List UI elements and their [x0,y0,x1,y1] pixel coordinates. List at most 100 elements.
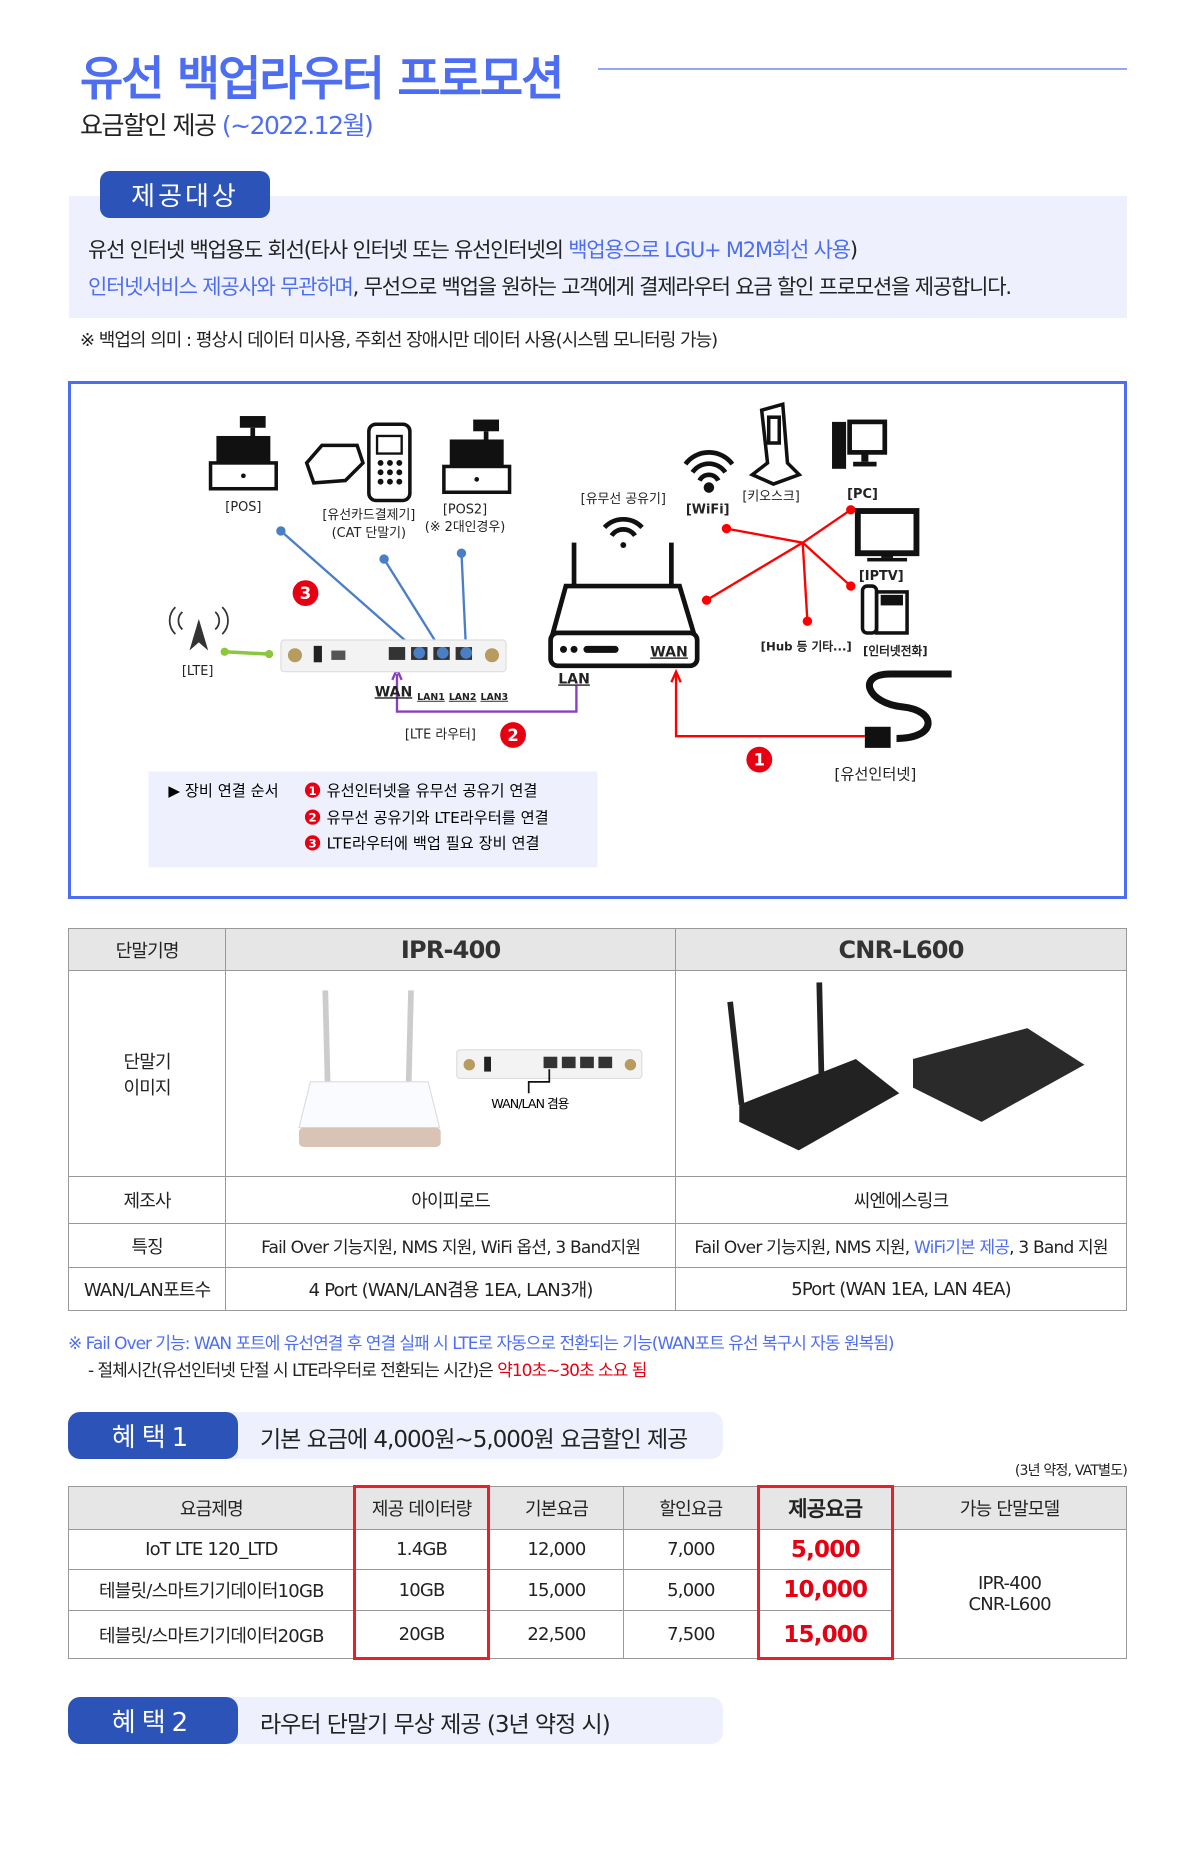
pos-icon [208,416,278,491]
text: , 무선으로 백업을 원하는 고객에게 결제라우터 요금 할인 프로모션을 제공… [352,275,1012,299]
phone-icon [860,584,909,635]
target-badge: 제공대상 [100,171,270,218]
benefit1-badge: 혜택1 [68,1412,238,1459]
image-label: 단말기 이미지 [123,1051,171,1099]
device-header-ipr: IPR-400 [225,928,677,971]
text: , 3 Band 지원 [1009,1238,1108,1258]
legend-step-3: LTE라우터에 백업 필요 장비 연결 [327,835,540,853]
marker-2: 2 [507,726,518,745]
label-kiosk: [키오스크] [742,489,799,504]
col-data: 제공 데이터량 [353,1486,490,1530]
device-header-label: 단말기명 [67,928,227,971]
ports-label: WAN/LAN포트수 [67,1267,227,1311]
label-lan3: LAN3 [481,692,509,703]
page-title: 유선 백업라우터 프로모션 [80,52,564,107]
label-router-lan: LAN [558,671,590,687]
final-fee: 10,000 [757,1569,894,1611]
highlight: 약10초~30초 소요 됨 [497,1361,647,1381]
plan-name: IoT LTE 120_LTD [68,1529,355,1570]
base-fee: 12,000 [488,1529,625,1570]
pc-icon [832,419,888,469]
iptv-icon [854,508,920,562]
feature-cnr: Fail Over 기능지원, NMS 지원, WiFi기본 제공, 3 Ban… [675,1223,1127,1268]
label-hub: [Hub 등 기타...] [761,640,852,654]
subtitle-text: 요금할인 제공 [80,111,217,140]
backup-note: ※ 백업의 의미 : 평상시 데이터 미사용, 주회선 장애시만 데이터 사용(… [80,330,718,351]
purple-line [395,674,578,713]
model: IPR-400 [978,1573,1042,1594]
connection-legend: ▶ 장비 연결 순서 1 유선인터넷을 유무선 공유기 연결 2 유무선 공유기… [148,771,598,868]
wired-cable-icon [864,670,952,748]
title-divider [598,68,1127,70]
label-wired: [유선인터넷] [834,766,916,784]
lte-antenna-icon [168,606,229,651]
benefit2-text: 라우터 단말기 무상 제공 (3년 약정 시) [260,1712,611,1738]
benefit1-text: 기본 요금에 4,000원~5,000원 요금할인 제공 [260,1427,688,1453]
cnr-image-cell [675,970,1127,1177]
feature-ipr: Fail Over 기능지원, NMS 지원, WiFi 옵션, 3 Band지… [225,1223,677,1268]
ports-cnr: 5Port (WAN 1EA, LAN 4EA) [675,1267,1127,1311]
highlight: WiFi기본 제공 [913,1238,1010,1258]
pricing-table: 요금제명 제공 데이터량 기본요금 할인요금 제공요금 가능 단말모델 IoT … [68,1486,1127,1659]
text: 유선 인터넷 백업용도 회선(타사 인터넷 또는 유선인터넷의 [88,238,569,262]
label-pos: [POS] [225,500,261,515]
lines [220,505,865,738]
col-discount: 할인요금 [623,1486,759,1530]
label-lan1: LAN1 [417,692,445,703]
wifi-icon [683,450,735,493]
final-fee: 5,000 [757,1529,894,1570]
ports-ipr: 4 Port (WAN/LAN겸용 1EA, LAN3개) [225,1267,677,1311]
image-row-label: 단말기 이미지 [67,970,227,1177]
label-pos2-note: (※ 2대인경우) [425,520,506,535]
discount-fee: 7,500 [623,1610,759,1659]
wan-lan-label: WAN/LAN 겸용 [491,1096,569,1111]
feature-label: 특징 [67,1223,227,1268]
label-phone: [인터넷전화] [863,644,928,658]
legend-step-2: 유무선 공유기와 LTE라우터를 연결 [327,809,549,827]
cnr-l600-image [727,982,1085,1151]
page-subtitle: 요금할인 제공 (~2022.12월) [80,106,374,142]
label-card: [유선카드결제기] [322,508,415,523]
connection-diagram: [POS] [유선카드결제기] (CAT 단말기) [POS2] (※ 2대인경… [68,381,1127,899]
lte-router-image [280,639,507,673]
target-line-2: 인터넷서비스 제공사와 무관하며, 무선으로 백업을 원하는 고객에게 결제라우… [88,271,1012,301]
maker-label: 제조사 [67,1176,227,1224]
plan-name: 테블릿/스마트기기데이터20GB [68,1610,355,1659]
maker-cnr: 씨엔에스링크 [675,1176,1127,1224]
green-line [224,649,270,656]
blue-line [460,553,468,653]
blue-line [383,558,444,654]
text: - 절체시간(유선인터넷 단절 시 LTE라우터로 전환되는 시간)은 [88,1361,498,1381]
red-star-lines [705,508,852,622]
plan-name: 테블릿/스마트기기데이터10GB [68,1569,355,1611]
marker-3: 3 [300,584,311,603]
marker-1: 1 [754,750,765,769]
col-base: 기본요금 [488,1486,625,1530]
target-line-1: 유선 인터넷 백업용도 회선(타사 인터넷 또는 유선인터넷의 백업용으로 LG… [88,234,858,264]
ipr-image-cell: WAN/LAN 겸용 [225,970,677,1177]
legend-step-1: 유선인터넷을 유무선 공유기 연결 [327,782,538,800]
base-fee: 15,000 [488,1569,625,1611]
maker-ipr: 아이피로드 [225,1176,677,1224]
discount-fee: 5,000 [623,1569,759,1611]
label-lte-router: [LTE 라우터] [405,727,476,742]
pos2-icon [442,419,512,495]
data-amount: 1.4GB [353,1529,490,1570]
legend-num: 1 [308,784,316,798]
card-terminal-icon [304,422,412,503]
wired-router-icon [548,517,700,669]
label-pc: [PC] [847,487,878,502]
text: Fail Over 기능지원, NMS 지원, [694,1238,914,1258]
legend-num: 3 [308,837,316,851]
switch-time-note: - 절체시간(유선인터넷 단절 시 LTE라우터로 전환되는 시간)은 약10초… [88,1356,647,1381]
final-fee: 15,000 [757,1610,894,1659]
label-iptv: [IPTV] [859,569,904,584]
label-card-sub: (CAT 단말기) [332,526,406,541]
device-header-cnr: CNR-L600 [675,928,1127,971]
col-models: 가능 단말모델 [892,1486,1127,1530]
label-router: [유무선 공유기] [581,492,666,507]
data-amount: 10GB [353,1569,490,1611]
